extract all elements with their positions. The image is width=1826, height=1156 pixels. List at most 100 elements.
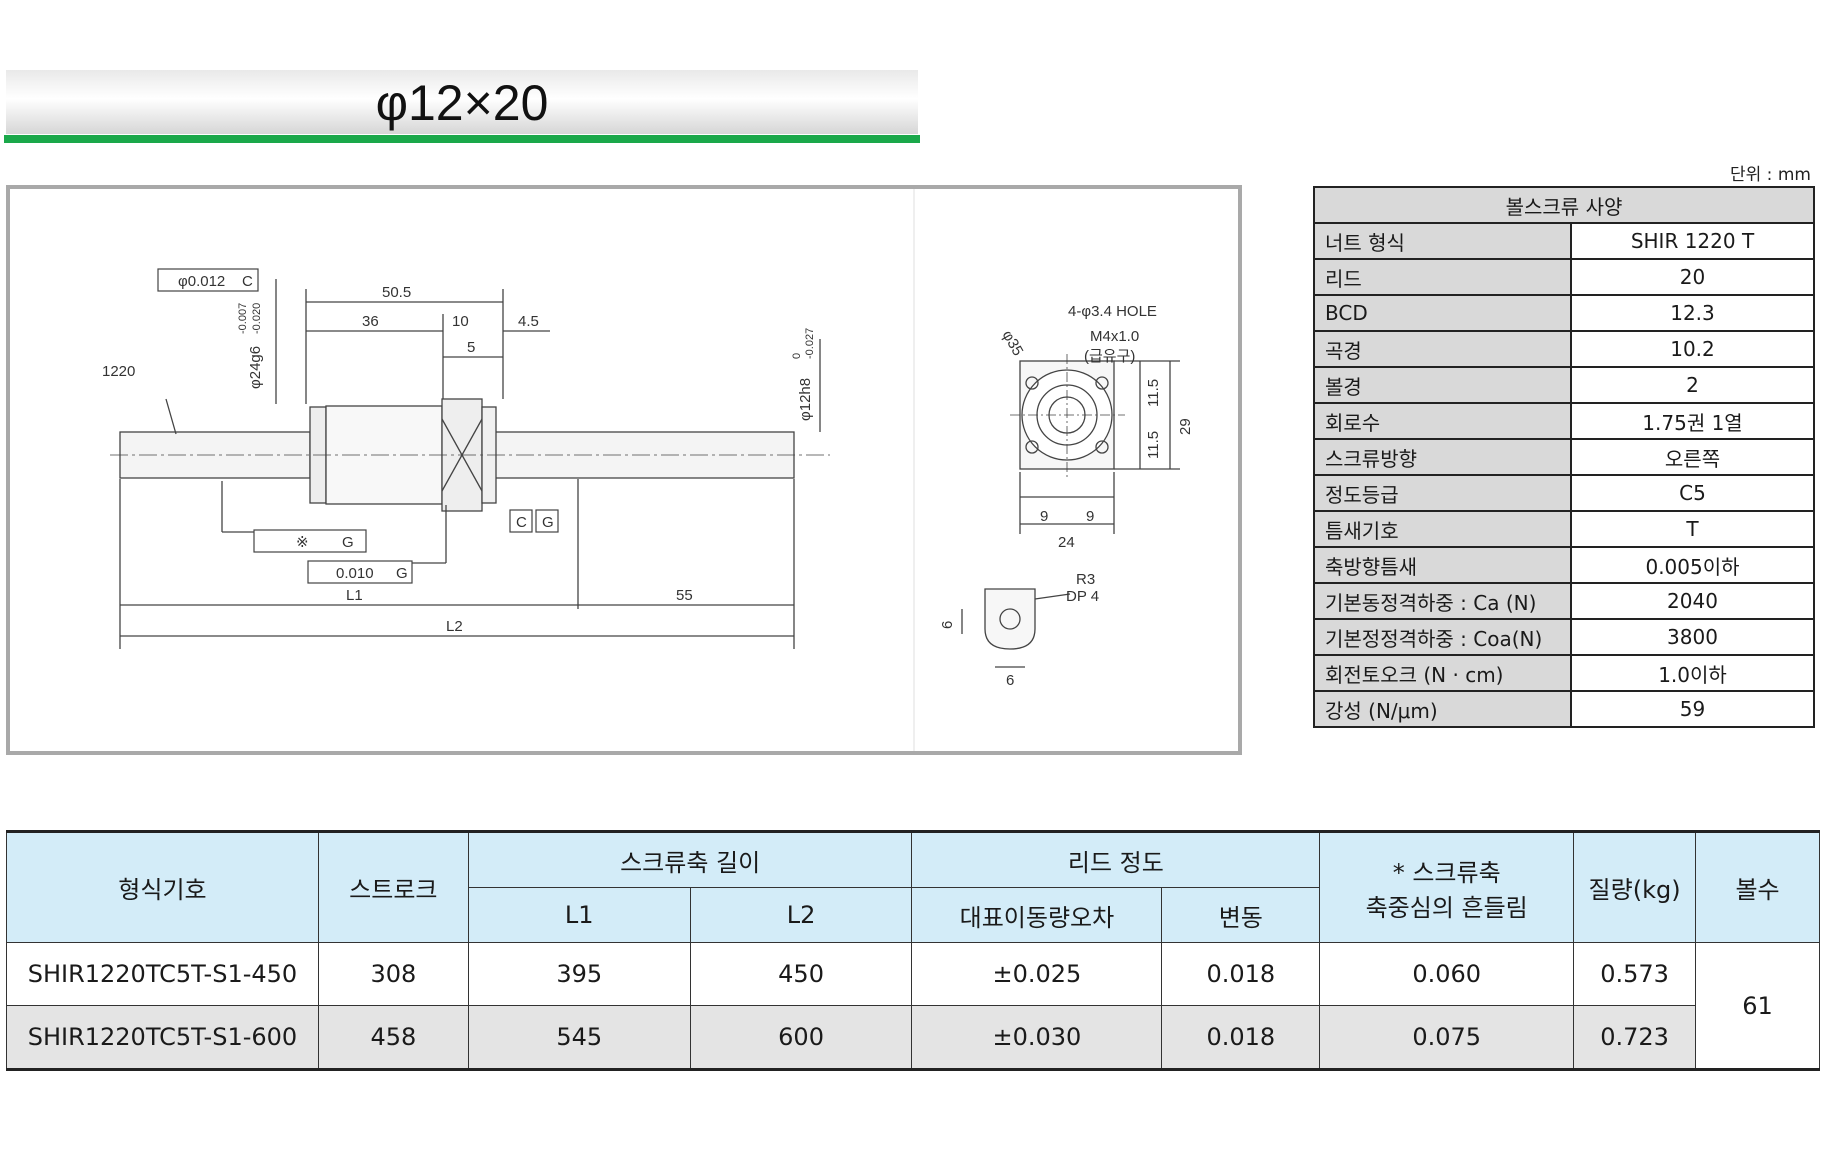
spec-value: 0.005이하 (1570, 546, 1815, 584)
spec-key: 기본정정격하중 : Coa(N) (1313, 618, 1572, 656)
header-mass: 질량(kg) (1573, 831, 1697, 943)
runout-frame-value: φ0.012 (178, 273, 225, 290)
title-bar: φ12×20 (4, 70, 920, 143)
header-rep-error: 대표이동량오차 (911, 887, 1163, 943)
hole-label: 4-φ3.4 HOLE (1068, 303, 1157, 320)
cell-stroke: 308 (317, 942, 469, 1006)
perp-value: 0.010 (336, 565, 374, 582)
header-stroke: 스트로크 (317, 831, 469, 943)
title-underline (4, 135, 920, 143)
cell-stroke: 458 (317, 1005, 469, 1070)
spec-value: T (1570, 510, 1815, 548)
datum-g: G (542, 514, 554, 531)
header-runout-line2: 축중심의 흔들림 (1365, 893, 1528, 922)
spec-value: 12.3 (1570, 294, 1815, 332)
header-model: 형식기호 (6, 831, 319, 943)
spec-key: 기본동정격하중 : Ca (N) (1313, 582, 1572, 620)
model-table: 형식기호 스트로크 스크류축 길이 리드 정도 * 스크류축 축중심의 흔들림 … (6, 830, 1820, 1071)
spec-key: 리드 (1313, 258, 1572, 296)
header-l2: L2 (689, 887, 913, 943)
dim-10: 10 (452, 313, 469, 330)
spec-value: 오른쪽 (1570, 438, 1815, 476)
dim-5: 5 (467, 339, 475, 356)
spec-row: 기본동정격하중 : Ca (N)2040 (1313, 582, 1815, 620)
dp4-label: DP 4 (1066, 588, 1099, 605)
cell-rep-error: ±0.030 (911, 1005, 1163, 1070)
tol-12-lower: -0.027 (804, 328, 816, 359)
unit-label: 단위 : mm (1730, 165, 1811, 185)
dim-55: 55 (676, 587, 693, 604)
dim-9-right: 9 (1086, 508, 1094, 525)
r3-label: R3 (1076, 571, 1095, 588)
cell-l1: 545 (467, 1005, 691, 1070)
cell-l1: 395 (467, 942, 691, 1006)
header-lead-group: 리드 정도 (911, 831, 1321, 888)
tol-12-upper: 0 (791, 353, 803, 359)
tol-24-upper: -0.007 (237, 303, 249, 334)
header-variation: 변동 (1161, 887, 1321, 943)
header-l1: L1 (467, 887, 691, 943)
spec-value: 3800 (1570, 618, 1815, 656)
spec-header: 볼스크류 사양 (1313, 186, 1815, 224)
spec-key: 축방향틈새 (1313, 546, 1572, 584)
cell-balls: 61 (1695, 942, 1820, 1070)
cell-mass: 0.573 (1573, 942, 1697, 1006)
spec-key: 회전토오크 (N · cm) (1313, 654, 1572, 692)
parallel-datum: G (342, 534, 354, 551)
dim-50-5: 50.5 (382, 284, 411, 301)
spec-key: 볼경 (1313, 366, 1572, 404)
tap-label: M4x1.0 (1090, 328, 1139, 345)
spec-row: 기본정정격하중 : Coa(N)3800 (1313, 618, 1815, 656)
header-balls: 볼수 (1695, 831, 1820, 943)
table-row: SHIR1220TC5T-S1-600 458 545 600 ±0.030 0… (6, 1005, 1820, 1070)
cell-l2: 450 (689, 942, 913, 1006)
spec-value: 2 (1570, 366, 1815, 404)
datum-c: C (516, 514, 527, 531)
dim-6-horizontal: 6 (1006, 672, 1014, 689)
spec-key: 너트 형식 (1313, 222, 1572, 260)
spec-row: 강성 (N/μm)59 (1313, 690, 1815, 728)
dia-12: φ12h8 (797, 378, 814, 421)
cell-variation: 0.018 (1161, 942, 1321, 1006)
spec-key: 강성 (N/μm) (1313, 690, 1572, 728)
runout-frame-datum: C (242, 273, 253, 290)
spec-value: SHIR 1220 T (1570, 222, 1815, 260)
spec-row: 회전토오크 (N · cm)1.0이하 (1313, 654, 1815, 692)
cell-runout: 0.060 (1319, 942, 1575, 1006)
spec-key: 정도등급 (1313, 474, 1572, 512)
dia-24: φ24g6 (247, 346, 264, 389)
spec-value: 10.2 (1570, 330, 1815, 368)
header-runout-line1: * 스크류축 (1392, 858, 1501, 887)
cell-mass: 0.723 (1573, 1005, 1697, 1070)
dim-24: 24 (1058, 534, 1075, 551)
header-length-group: 스크류축 길이 (467, 831, 913, 888)
table-row: SHIR1220TC5T-S1-450 308 395 450 ±0.025 0… (6, 942, 1820, 1070)
parallel-mark: ※ (296, 534, 309, 551)
cell-rep-error: ±0.025 (911, 942, 1163, 1006)
dim-11-5-lower: 11.5 (1145, 431, 1162, 459)
drawing-svg: φ0.012 C 50.5 36 10 4.5 5 1220 φ24g6 -0.… (102, 189, 1194, 751)
cell-runout: 0.075 (1319, 1005, 1575, 1070)
dim-29: 29 (1177, 418, 1194, 435)
dim-l1: L1 (346, 587, 363, 604)
dia-35: φ35 (999, 328, 1027, 359)
dim-6-vertical: 6 (939, 621, 956, 629)
cell-model: SHIR1220TC5T-S1-450 (6, 942, 319, 1006)
cell-variation: 0.018 (1161, 1005, 1321, 1070)
spec-value: 20 (1570, 258, 1815, 296)
dim-36: 36 (362, 313, 379, 330)
cell-model: SHIR1220TC5T-S1-600 (6, 1005, 319, 1070)
spec-value: 1.75권 1열 (1570, 402, 1815, 440)
page-title: φ12×20 (375, 75, 549, 131)
technical-drawing: φ0.012 C 50.5 36 10 4.5 5 1220 φ24g6 -0.… (6, 185, 1242, 755)
dim-l2: L2 (446, 618, 463, 635)
